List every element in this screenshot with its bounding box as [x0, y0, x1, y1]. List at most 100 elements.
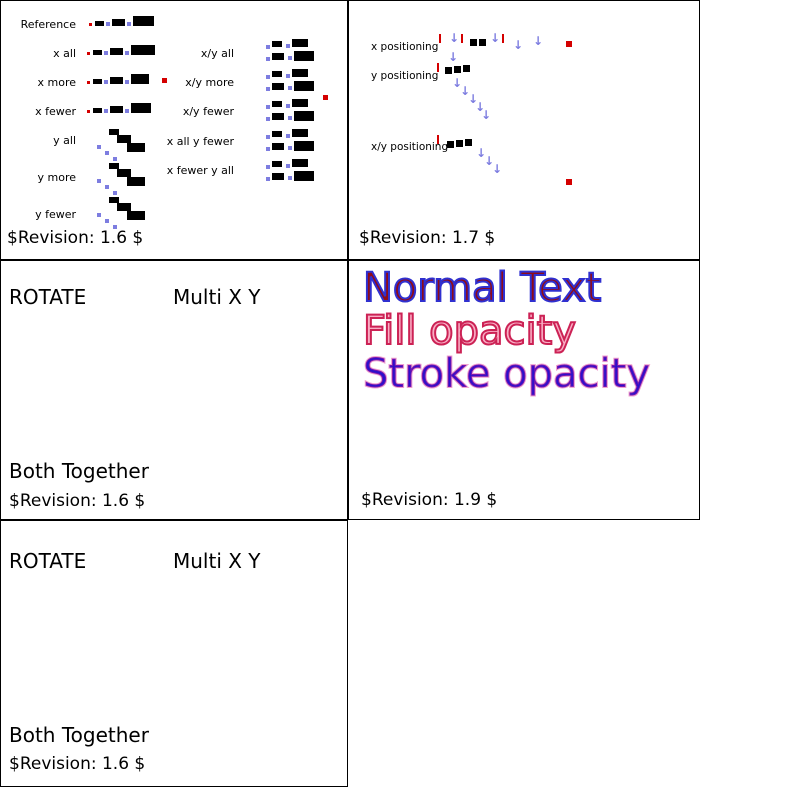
blue-marker — [105, 219, 109, 223]
glyph-block — [133, 16, 154, 26]
blue-marker — [286, 104, 290, 108]
blue-marker — [105, 185, 109, 189]
glyph-block — [117, 169, 131, 177]
down-arrow-icon: ↓ — [460, 84, 471, 98]
blue-marker — [286, 44, 290, 48]
red-tick — [437, 63, 439, 72]
down-arrow-icon: ↓ — [475, 100, 486, 114]
glyph-block — [110, 106, 123, 113]
down-arrow-icon: ↓ — [490, 31, 501, 45]
opacity-samples: Normal Text Fill opacity Stroke opacity — [362, 265, 651, 397]
row-label-reference: Reference — [20, 18, 76, 31]
red-marker — [162, 78, 167, 83]
glyph-block — [127, 177, 145, 186]
red-marker — [89, 23, 92, 26]
glyph-block — [479, 39, 486, 46]
glyph-block — [272, 161, 282, 167]
glyph-block — [93, 108, 102, 113]
glyph-block — [292, 69, 308, 77]
blue-marker — [125, 51, 129, 55]
blue-marker — [97, 179, 101, 183]
down-arrow-icon: ↓ — [476, 146, 487, 160]
red-tick — [439, 34, 441, 43]
blue-marker — [97, 213, 101, 217]
row-label-xy-all: x/y all — [200, 47, 234, 60]
glyph-block — [272, 71, 282, 77]
glyph-block — [272, 101, 282, 107]
down-arrow-icon: ↓ — [484, 154, 495, 168]
glyph-block — [131, 74, 149, 84]
fill-opacity-sample: Fill opacity — [362, 307, 577, 354]
glyph-block — [292, 99, 308, 107]
glyph-block — [294, 111, 314, 121]
blue-marker — [266, 117, 270, 121]
revision-text: $Revision: 1.9 $ — [361, 490, 498, 510]
glyph-block — [112, 19, 125, 26]
row-label-x-fewer-y-all: x fewer y all — [166, 164, 234, 177]
row-label-xy-fewer: x/y fewer — [182, 105, 234, 118]
row-label-x-positioning: x positioning — [371, 41, 439, 53]
red-tick — [502, 34, 504, 43]
row-label-xy-positioning: x/y positioning — [371, 141, 449, 153]
blue-marker — [104, 109, 108, 113]
row-label-x-more: x more — [37, 76, 77, 89]
blue-marker — [125, 109, 129, 113]
glyph-block — [272, 131, 282, 137]
blue-marker — [106, 22, 110, 26]
blue-marker — [288, 176, 292, 180]
glyph-block — [272, 83, 284, 90]
glyph-block — [109, 197, 119, 203]
blue-marker — [266, 105, 270, 109]
blue-marker — [266, 165, 270, 169]
glyph-block — [456, 140, 463, 147]
revision-text: $Revision: 1.6 $ — [9, 491, 146, 511]
blue-marker — [105, 151, 109, 155]
down-arrow-icon: ↓ — [449, 31, 460, 45]
blue-marker — [113, 191, 117, 195]
glyph-block — [294, 51, 314, 61]
glyph-block — [117, 203, 131, 211]
stroke-opacity-sample: Stroke opacity — [362, 350, 651, 397]
blue-marker — [266, 75, 270, 79]
normal-text-sample: Normal Text — [362, 265, 602, 311]
glyph-block — [447, 141, 454, 148]
blue-marker — [286, 74, 290, 78]
panel-rotate-test-2: ROTATE Multi X Y Both Together $Revision… — [0, 520, 348, 787]
glyph-block — [109, 129, 119, 135]
revision-text: $Revision: 1.6 $ — [7, 228, 144, 248]
row-label-y-positioning: y positioning — [371, 70, 439, 82]
red-marker — [323, 95, 328, 100]
glyph-block — [272, 143, 284, 150]
glyph-block — [292, 39, 308, 47]
multi-x-y-label: Multi X Y — [173, 549, 261, 573]
panel-rotate-test-1: ROTATE Multi X Y Both Together $Revision… — [0, 260, 348, 520]
revision-text: $Revision: 1.6 $ — [9, 754, 146, 774]
glyph-block — [127, 211, 145, 220]
red-marker — [87, 110, 90, 113]
down-arrow-icon: ↓ — [533, 34, 544, 48]
glyph-block — [272, 113, 284, 120]
glyph-block — [109, 163, 119, 169]
blue-marker — [288, 116, 292, 120]
down-arrow-icon: ↓ — [452, 76, 463, 90]
glyph-block — [294, 81, 314, 91]
glyph-block — [110, 48, 123, 55]
blue-marker — [288, 56, 292, 60]
red-marker — [566, 41, 572, 47]
blue-marker — [286, 134, 290, 138]
both-together-label: Both Together — [9, 723, 149, 747]
glyph-block — [110, 77, 123, 84]
red-marker — [87, 81, 90, 84]
glyph-block — [93, 50, 102, 55]
row-label-x-all: x all — [53, 47, 76, 60]
red-tick — [437, 135, 439, 144]
glyph-block — [445, 67, 452, 74]
glyph-block — [294, 171, 314, 181]
row-label-y-all: y all — [53, 134, 76, 147]
panel-tspan-test: Reference x all x more x fewer y all y m… — [0, 0, 348, 260]
down-arrow-icon: ↓ — [448, 50, 459, 64]
down-arrow-icon: ↓ — [513, 38, 524, 52]
blue-marker — [266, 57, 270, 61]
blue-marker — [266, 45, 270, 49]
